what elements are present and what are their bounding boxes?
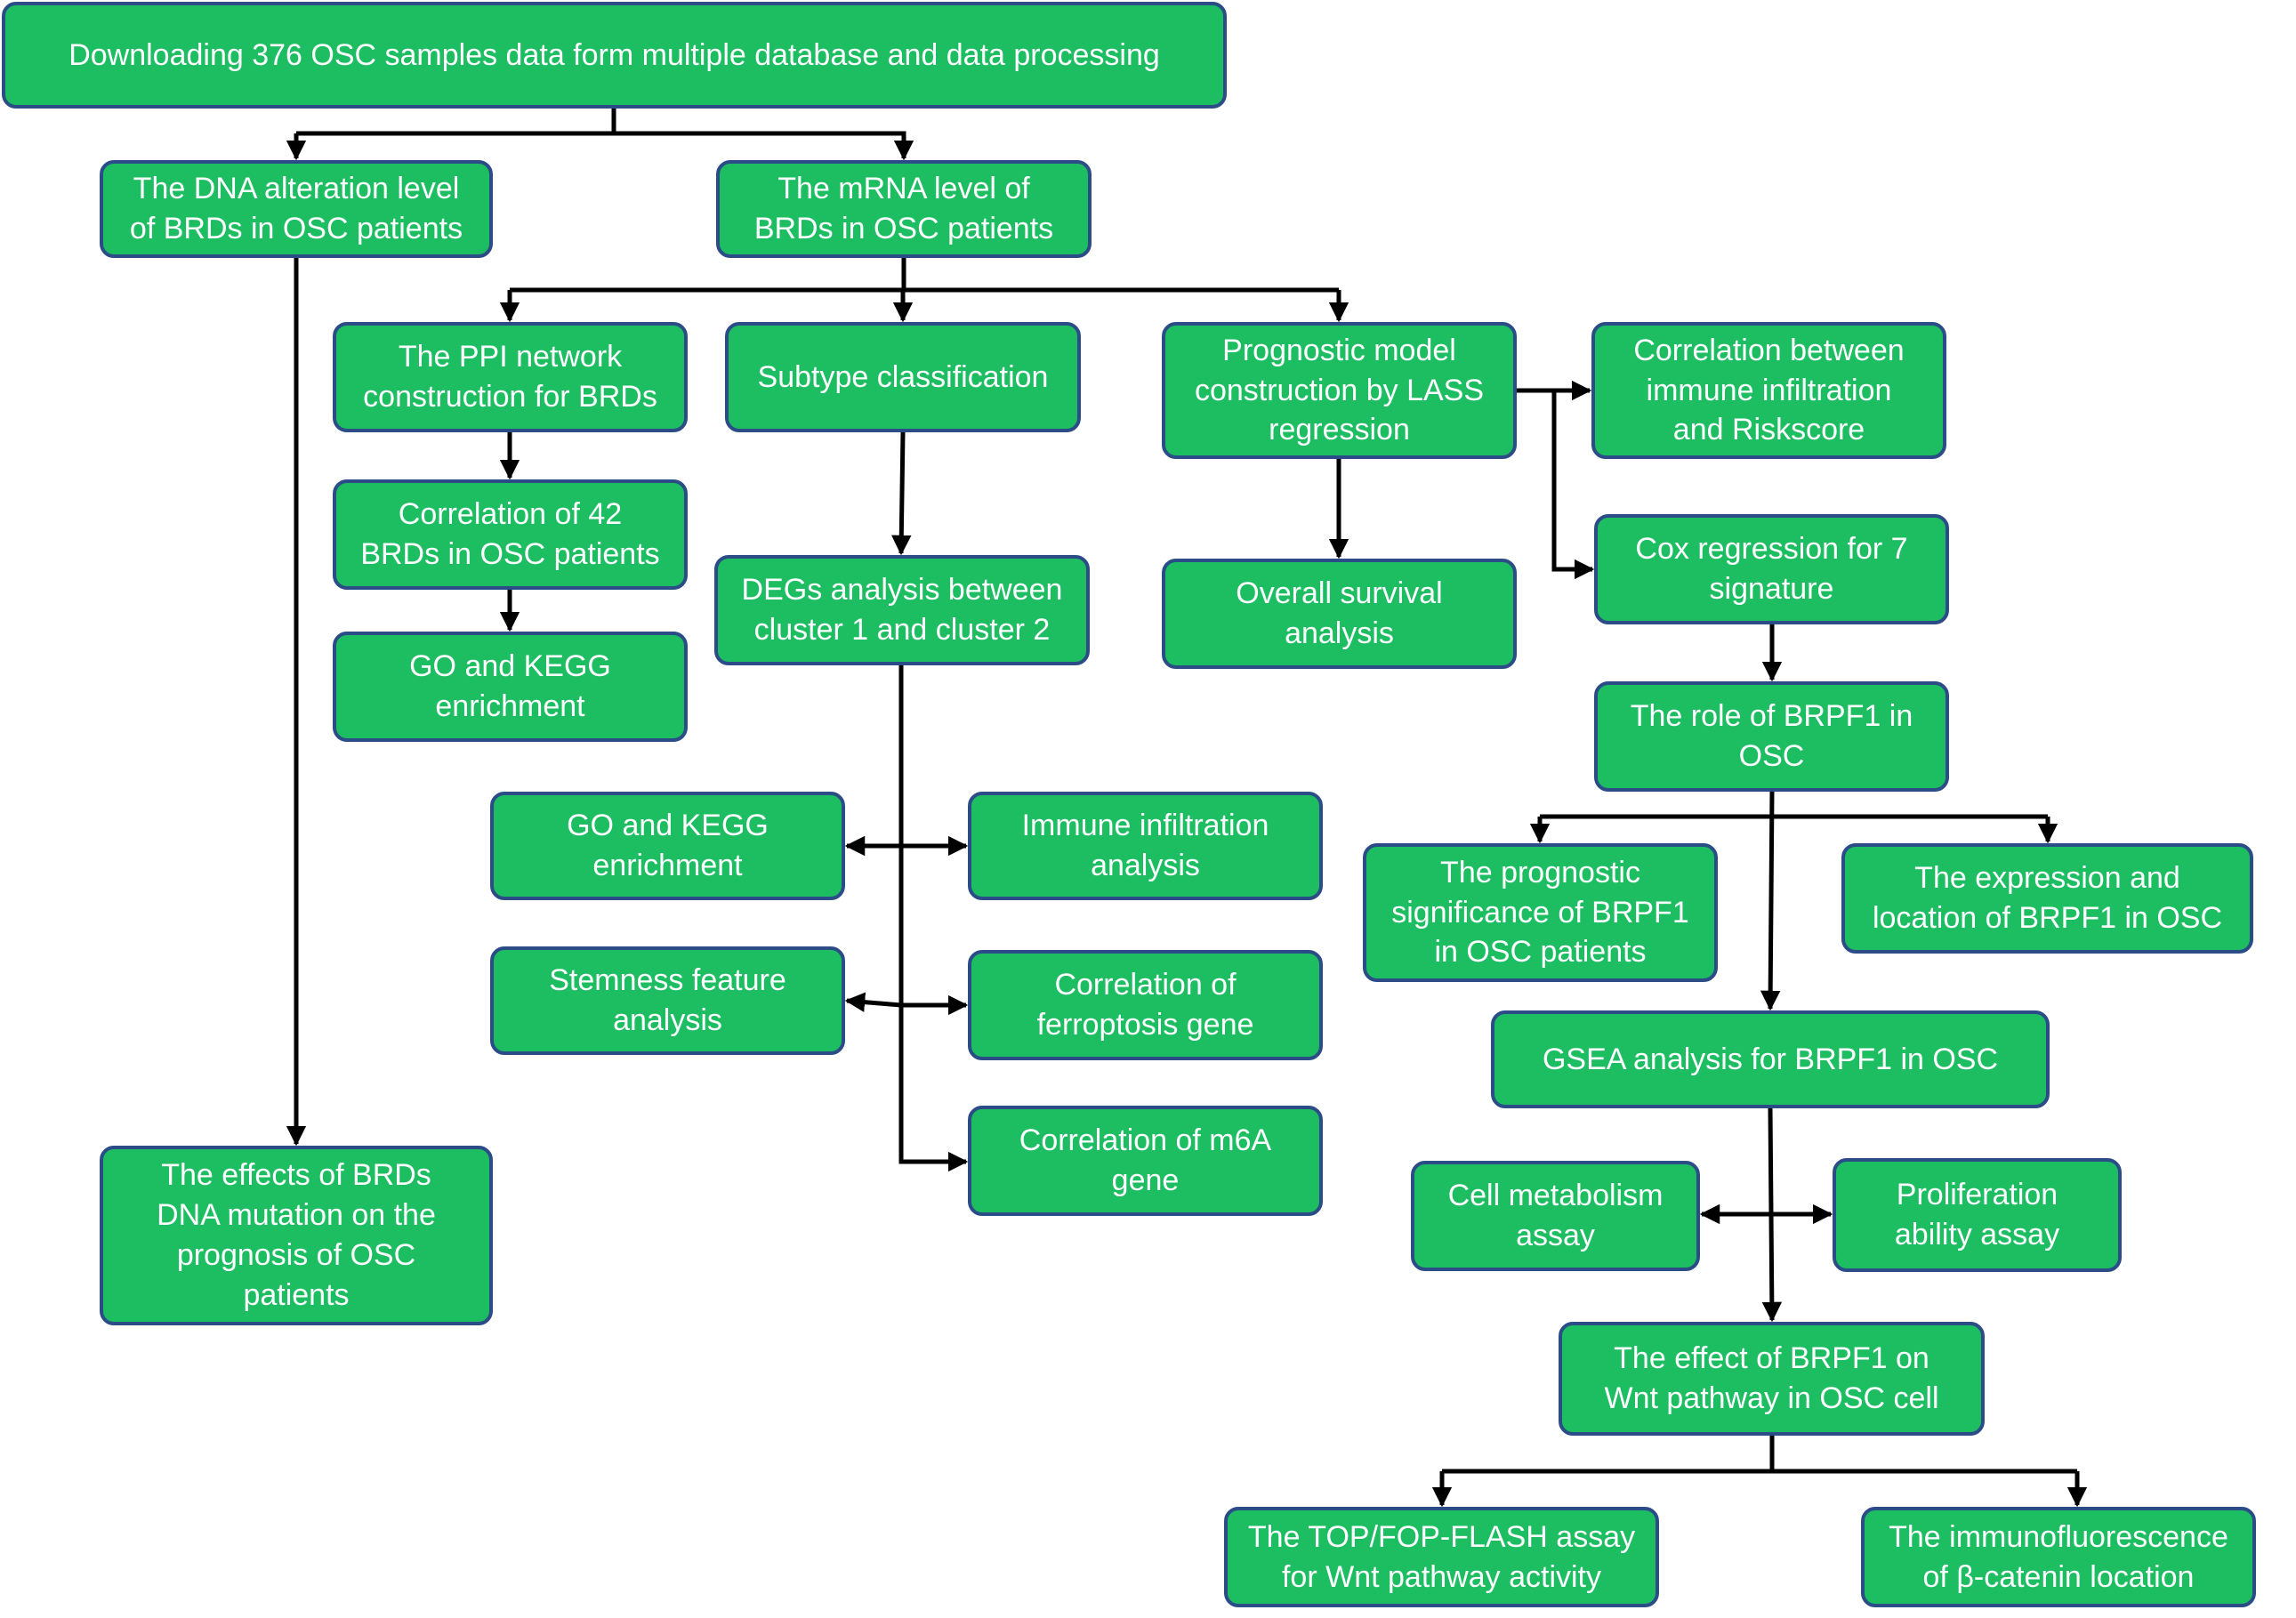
- edge-prog-to-cox: [1551, 390, 1595, 580]
- node-ppi-network: The PPI network construction for BRDs: [333, 322, 688, 432]
- node-mrna-level: The mRNA level of BRDs in OSC patients: [716, 160, 1092, 258]
- node-role-brpf1: The role of BRPF1 in OSC: [1594, 681, 1949, 792]
- node-correlation-42-brds: Correlation of 42 BRDs in OSC patients: [333, 479, 688, 590]
- node-stemness-feature: Stemness feature analysis: [490, 946, 845, 1055]
- node-dna-mutation-effects: The effects of BRDs DNA mutation on the …: [100, 1146, 493, 1325]
- node-immune-infiltration: Immune infiltration analysis: [968, 792, 1323, 900]
- node-top-fop-flash: The TOP/FOP-FLASH assay for Wnt pathway …: [1224, 1507, 1659, 1607]
- node-m6a-correlation: Correlation of m6A gene: [968, 1106, 1323, 1216]
- edge-degs-trunk: [898, 665, 969, 1172]
- node-dna-alteration: The DNA alteration level of BRDs in OSC …: [100, 160, 493, 258]
- edge-root-to-mrna: [614, 131, 914, 161]
- edge-degs-to-stem: [844, 992, 902, 1012]
- node-overall-survival: Overall survival analysis: [1162, 559, 1517, 669]
- node-cell-metabolism: Cell metabolism assay: [1411, 1161, 1700, 1271]
- node-wnt-pathway-effect: The effect of BRPF1 on Wnt pathway in OS…: [1559, 1322, 1985, 1436]
- node-cox-regression: Cox regression for 7 signature: [1594, 514, 1949, 624]
- node-data-download: Downloading 376 OSC samples data form mu…: [2, 2, 1227, 109]
- node-gsea-analysis: GSEA analysis for BRPF1 in OSC: [1491, 1010, 2050, 1108]
- node-immunofluorescence: The immunofluorescence of β-catenin loca…: [1861, 1507, 2256, 1607]
- node-ferroptosis-correlation: Correlation of ferroptosis gene: [968, 950, 1323, 1060]
- node-prognostic-significance: The prognostic significance of BRPF1 in …: [1363, 843, 1718, 982]
- node-immune-riskscore: Correlation between immune infiltration …: [1591, 322, 1946, 459]
- node-go-kegg-degs: GO and KEGG enrichment: [490, 792, 845, 900]
- node-prognostic-model: Prognostic model construction by LASS re…: [1162, 322, 1517, 459]
- node-degs-analysis: DEGs analysis between cluster 1 and clus…: [714, 555, 1090, 665]
- node-expression-location: The expression and location of BRPF1 in …: [1841, 843, 2253, 954]
- node-go-kegg-brds: GO and KEGG enrichment: [333, 632, 688, 742]
- node-proliferation: Proliferation ability assay: [1833, 1158, 2122, 1272]
- node-subtype-classification: Subtype classification: [725, 322, 1081, 432]
- edge-subtype-to-degs: [891, 431, 912, 556]
- edge-role-trunk: [1760, 791, 1781, 1011]
